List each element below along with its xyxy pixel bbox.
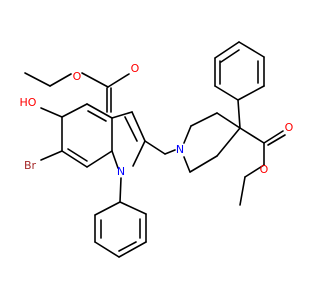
atom-label-indole-nitrogen: N (117, 165, 125, 178)
atom-label-o1: O (73, 70, 82, 83)
atom-label-o3: O (285, 121, 294, 134)
atom-labels: O O HO Br N N O O (20, 62, 294, 178)
atom-label-bromine: Br (24, 159, 37, 172)
molecule-structure-diagram: O O HO Br N N O O (20, 41, 294, 258)
atom-label-o4: O (260, 163, 269, 176)
atom-label-o2: O (131, 62, 140, 75)
bond-lines (24, 41, 286, 258)
atom-label-piperidine-nitrogen: N (176, 143, 184, 156)
atom-label-hydroxyl: HO (20, 96, 37, 109)
